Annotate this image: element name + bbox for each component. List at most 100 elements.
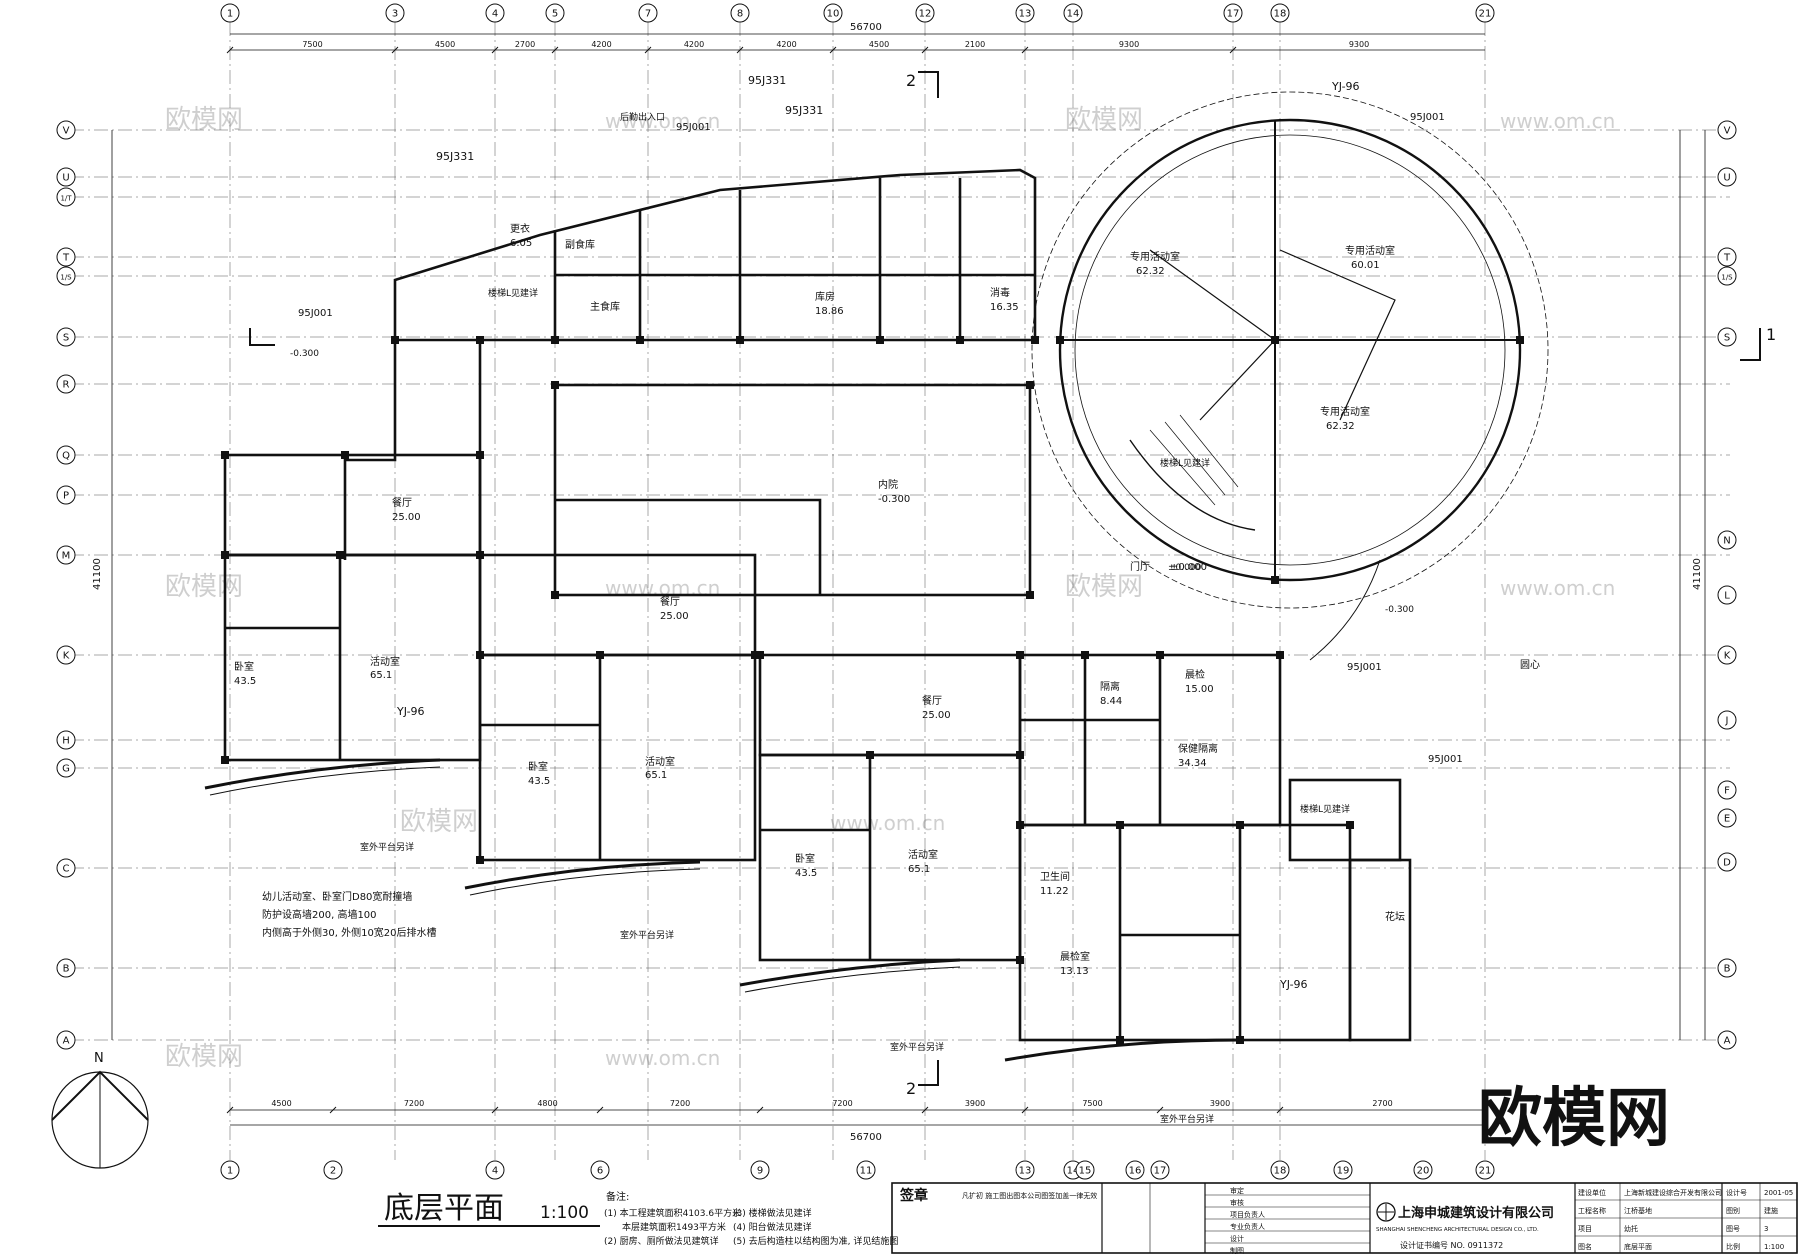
column (551, 336, 559, 344)
title-block (891, 1182, 1798, 1254)
column (476, 856, 484, 864)
column (1016, 651, 1024, 659)
svg-text:9: 9 (757, 1166, 763, 1177)
svg-text:餐厅: 餐厅 (392, 496, 412, 509)
detail-ref: 95J001 (1347, 662, 1382, 673)
svg-text:13: 13 (1019, 9, 1032, 20)
svg-text:圆心: 圆心 (1520, 659, 1540, 671)
dimension-value: 3900 (1210, 1099, 1230, 1108)
overall-dim-top: 56700 (850, 22, 882, 33)
column (1236, 821, 1244, 829)
axis-bubble: G (56, 758, 76, 778)
room-label: 门厅±0.000 (1130, 560, 1207, 573)
axis-bubble: K (1717, 645, 1737, 665)
note-item: (4) 阳台做法见建详 (733, 1221, 812, 1233)
svg-text:1/T: 1/T (60, 195, 72, 203)
watermark: 欧模网 (165, 572, 243, 602)
axis-bubble: 21 (1475, 1160, 1495, 1180)
note-item: (1) 本工程建筑面积4103.6平方米 (604, 1207, 741, 1219)
sign-role: 项目负责人 (1230, 1210, 1265, 1219)
field-label: 图别 (1726, 1206, 1740, 1215)
svg-text:N: N (1723, 536, 1730, 547)
field-label: 图号 (1726, 1225, 1740, 1233)
svg-text:1: 1 (227, 1166, 233, 1177)
dimension-value: 2700 (1372, 1099, 1392, 1108)
column (551, 381, 559, 389)
svg-text:U: U (62, 173, 69, 184)
svg-text:餐厅: 餐厅 (922, 694, 942, 707)
svg-text:13: 13 (1019, 1166, 1032, 1177)
svg-text:-0.300: -0.300 (878, 494, 910, 505)
note-item: (2) 厨房、厕所做法见建筑详 (604, 1235, 719, 1247)
curved-facades (204, 758, 1241, 1062)
svg-text:内院: 内院 (878, 478, 898, 491)
svg-text:1/S: 1/S (60, 274, 72, 282)
column (391, 336, 399, 344)
svg-text:D: D (1723, 858, 1731, 869)
watermark-url: www.om.cn (1500, 109, 1615, 133)
column (341, 451, 349, 459)
watermark: 欧模网 (400, 807, 478, 837)
column (1016, 751, 1024, 759)
axis-bubble: 6 (590, 1160, 610, 1180)
svg-text:13.13: 13.13 (1060, 966, 1089, 977)
svg-text:V: V (63, 126, 70, 137)
note-item: 本层建筑面积1493平方米 (622, 1221, 726, 1233)
column (956, 336, 964, 344)
axis-bubble: 4 (485, 1160, 505, 1180)
axis-bubble: F (1717, 780, 1737, 800)
column (221, 551, 229, 559)
axis-bubble: 9 (750, 1160, 770, 1180)
axis-bubble: 2 (323, 1160, 343, 1180)
column (1276, 651, 1284, 659)
svg-text:K: K (1724, 651, 1731, 662)
column (1056, 336, 1064, 344)
field-label: 建设单位 (1578, 1188, 1606, 1197)
watermark-url: www.om.cn (605, 1046, 720, 1070)
axis-bubble: N (1717, 530, 1737, 550)
design-note: 防护设高墙200, 高墙100 (262, 908, 377, 921)
dimension-value: 4500 (271, 1099, 291, 1108)
notes-heading: 备注: (606, 1190, 629, 1203)
exterior-level: -0.300 (1385, 605, 1414, 615)
axis-bubble: 10 (823, 3, 843, 23)
note-item: (3) 楼梯做法见建详 (733, 1207, 812, 1219)
svg-text:门厅: 门厅 (1130, 560, 1150, 573)
svg-text:15.00: 15.00 (1185, 684, 1214, 695)
column (1016, 956, 1024, 964)
svg-text:T: T (62, 253, 70, 264)
field-label: 项目 (1578, 1225, 1592, 1233)
dimension-lines (111, 33, 1706, 1126)
axis-bubble: H (56, 730, 76, 750)
axis-bubble: 17 (1150, 1160, 1170, 1180)
column (336, 551, 344, 559)
dimension-value: 4800 (537, 1099, 557, 1108)
svg-text:25.00: 25.00 (922, 710, 951, 721)
svg-text:8.44: 8.44 (1100, 696, 1122, 707)
watermark-url: www.om.cn (605, 109, 720, 133)
column (476, 336, 484, 344)
company-name: 上海申城建筑设计有限公司 (1398, 1205, 1554, 1221)
axis-grid (70, 22, 1730, 1160)
svg-text:Q: Q (62, 451, 70, 462)
axis-bubble: 11 (856, 1160, 876, 1180)
svg-text:17: 17 (1154, 1166, 1167, 1177)
column (756, 651, 764, 659)
dimension-value: 4200 (591, 40, 611, 49)
column (1271, 336, 1279, 344)
watermark-layer: 欧模网 www.om.cn 欧模网 www.om.cn 欧模网 www.om.c… (165, 105, 1615, 1072)
section-mark-right: 1 (1766, 325, 1776, 344)
dimension-value: 4200 (776, 40, 796, 49)
svg-text:消毒: 消毒 (990, 286, 1010, 299)
dimension-value: 3900 (965, 1099, 985, 1108)
svg-text:库房: 库房 (815, 290, 835, 303)
column (1026, 381, 1034, 389)
axis-bubble: 5 (545, 3, 565, 23)
axis-bubble: Q (56, 445, 76, 465)
axis-bubble: L (1717, 585, 1737, 605)
